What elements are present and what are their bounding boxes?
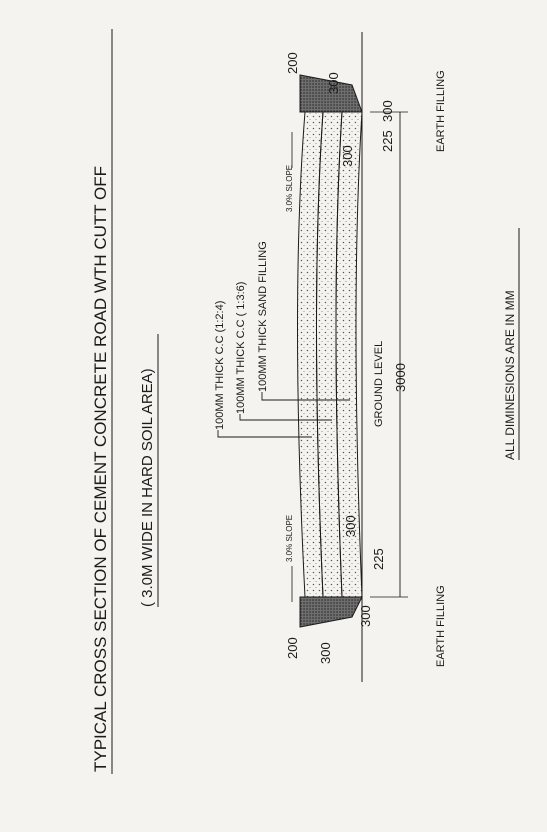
dim-right-300c: 300 — [380, 100, 395, 122]
layer-label-middle: 100MM THICK C.C ( 1:3:6) — [235, 282, 247, 414]
road-width-label: 3000 — [393, 363, 408, 392]
dim-left-300b: 300 — [343, 515, 358, 537]
dim-left-300a: 300 — [318, 642, 333, 664]
drawing-subtitle: ( 3.0M WIDE IN HARD SOIL AREA) — [139, 368, 156, 607]
cutoff-wall-left — [299, 596, 363, 628]
layer-label-bottom: 100MM THICK SAND FILLING — [257, 241, 269, 392]
layer-label-top: 100MM THICK C.C (1:2:4) — [214, 301, 226, 430]
earth-filling-left: EARTH FILLING — [435, 585, 447, 667]
dim-left-300c: 300 — [358, 605, 373, 627]
slope-label-right: 3.0% SLOPE — [285, 165, 294, 212]
dim-right-300b: 300 — [340, 145, 355, 167]
ground-level-label: GROUND LEVEL — [373, 341, 385, 427]
drawing-title: TYPICAL CROSS SECTION OF CEMENT CONCRETE… — [91, 166, 110, 772]
dimensions-note: ALL DIMINESIONS ARE IN MM — [503, 290, 517, 460]
dim-right-200: 200 — [285, 52, 300, 74]
slope-label-left: 3.0% SLOPE — [285, 515, 294, 562]
earth-filling-right: EARTH FILLING — [435, 70, 447, 152]
cutoff-wall-right — [299, 74, 363, 113]
dim-left-200: 200 — [285, 637, 300, 659]
leader-top — [217, 430, 312, 438]
dim-right-225: 225 — [380, 130, 395, 152]
dim-right-300a: 300 — [326, 72, 341, 94]
dim-left-225: 225 — [371, 548, 386, 570]
